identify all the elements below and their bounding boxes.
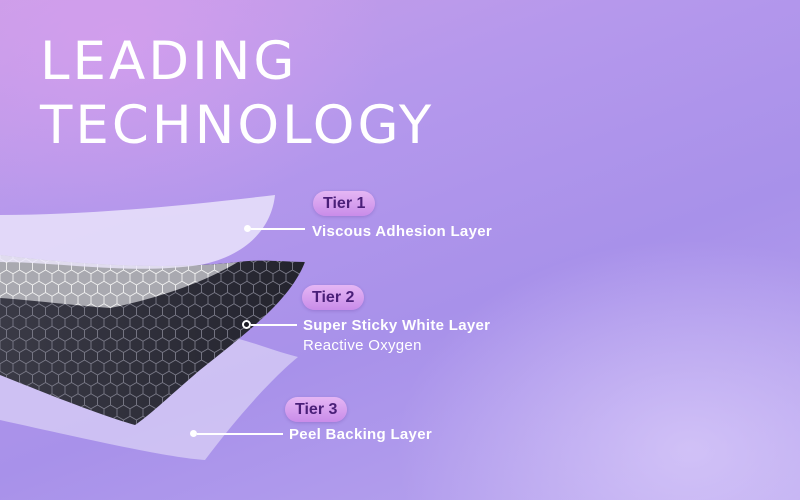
tier-3-label: Peel Backing Layer (289, 426, 432, 443)
tier-2-connector-line (251, 324, 297, 326)
tier-2-sublabel: Reactive Oxygen (303, 337, 422, 354)
tier-3-connector-line (197, 433, 283, 435)
title-line-2: TECHNOLOGY (40, 95, 435, 156)
page-title: LEADING TECHNOLOGY (40, 30, 434, 158)
tier-2-label: Super Sticky White Layer (303, 317, 491, 334)
tier-3-badge: Tier 3 (285, 397, 348, 422)
tier-1-layer (0, 195, 275, 269)
tier-1-badge: Tier 1 (313, 191, 376, 216)
tier-2-marker-dot (242, 320, 251, 329)
tier-3-marker-dot (190, 430, 197, 437)
tier-1-label: Viscous Adhesion Layer (312, 223, 492, 240)
title-line-1: LEADING (40, 31, 298, 92)
tier-1-connector-line (251, 228, 305, 230)
tier-2-badge: Tier 2 (302, 285, 365, 310)
tier-1-marker-dot (244, 225, 251, 232)
